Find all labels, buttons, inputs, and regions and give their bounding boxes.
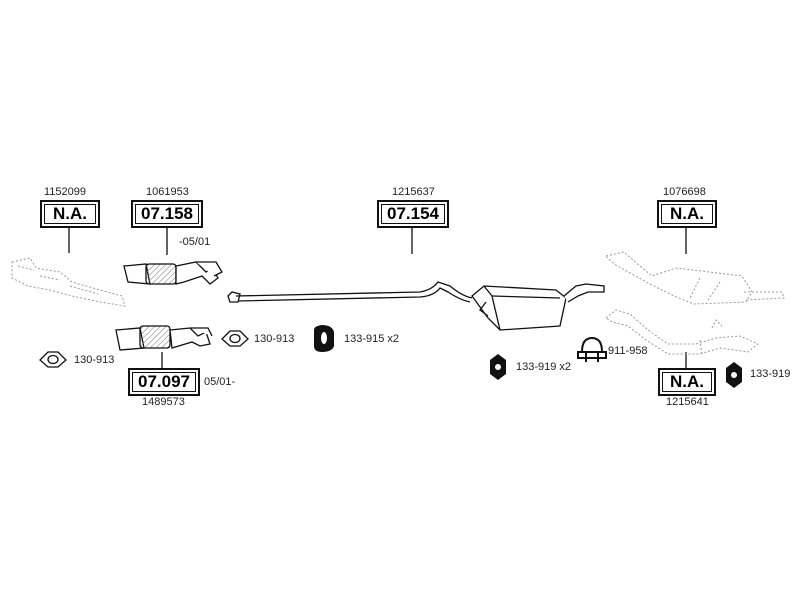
part-code-1061953: 07.158 xyxy=(141,204,193,223)
rubber-hanger-right xyxy=(490,354,506,380)
exhaust-pipe-07154 xyxy=(227,281,605,331)
rear-silencer-ghost xyxy=(605,251,785,305)
date-note-upper: -05/01 xyxy=(179,236,211,248)
gasket-ring-mid xyxy=(221,330,249,347)
rubber-hanger-far-right xyxy=(726,362,742,388)
ref-number-1076698: 1076698 xyxy=(663,186,706,198)
tail-pipe-ghost xyxy=(605,309,759,357)
hanger-far-right-label: 133-919 xyxy=(750,368,791,380)
ref-number-1061953: 1061953 xyxy=(146,186,189,198)
gasket-left-label: 130-913 xyxy=(74,354,115,366)
ref-number-1489573: 1489573 xyxy=(142,396,185,408)
ref-number-1215637: 1215637 xyxy=(392,186,435,198)
part-code-1215641: N.A. xyxy=(670,372,704,391)
part-code-1215637: 07.154 xyxy=(387,204,439,223)
hanger-mid-label: 133-915 x2 xyxy=(344,333,400,345)
part-code-box-1489573[interactable]: 07.097 xyxy=(128,368,200,396)
part-code-1152099: N.A. xyxy=(53,204,87,223)
ref-number-1152099: 1152099 xyxy=(44,186,87,198)
leader-lines xyxy=(68,226,687,368)
part-code-box-1152099[interactable]: N.A. xyxy=(40,200,100,228)
gasket-mid-label: 130-913 xyxy=(254,333,295,345)
clamp-label: 911-958 xyxy=(608,345,648,357)
part-code-1076698: N.A. xyxy=(670,204,704,223)
part-code-box-1061953[interactable]: 07.158 xyxy=(131,200,203,228)
front-pipe-07097 xyxy=(115,325,213,351)
part-code-1489573: 07.097 xyxy=(138,372,190,391)
rubber-hanger-mid xyxy=(314,325,334,352)
part-code-box-1076698[interactable]: N.A. xyxy=(657,200,717,228)
part-code-box-1215641[interactable]: N.A. xyxy=(658,368,716,396)
ref-number-1215641: 1215641 xyxy=(666,396,709,408)
hanger-right-label: 133-919 x2 xyxy=(516,361,572,373)
front-pipe-ghost-left xyxy=(11,257,126,307)
gasket-ring-left xyxy=(39,351,67,368)
part-code-box-1215637[interactable]: 07.154 xyxy=(377,200,449,228)
pipe-clamp xyxy=(577,336,607,362)
date-note-lower: 05/01- xyxy=(204,376,236,388)
front-pipe-07158 xyxy=(123,261,223,285)
